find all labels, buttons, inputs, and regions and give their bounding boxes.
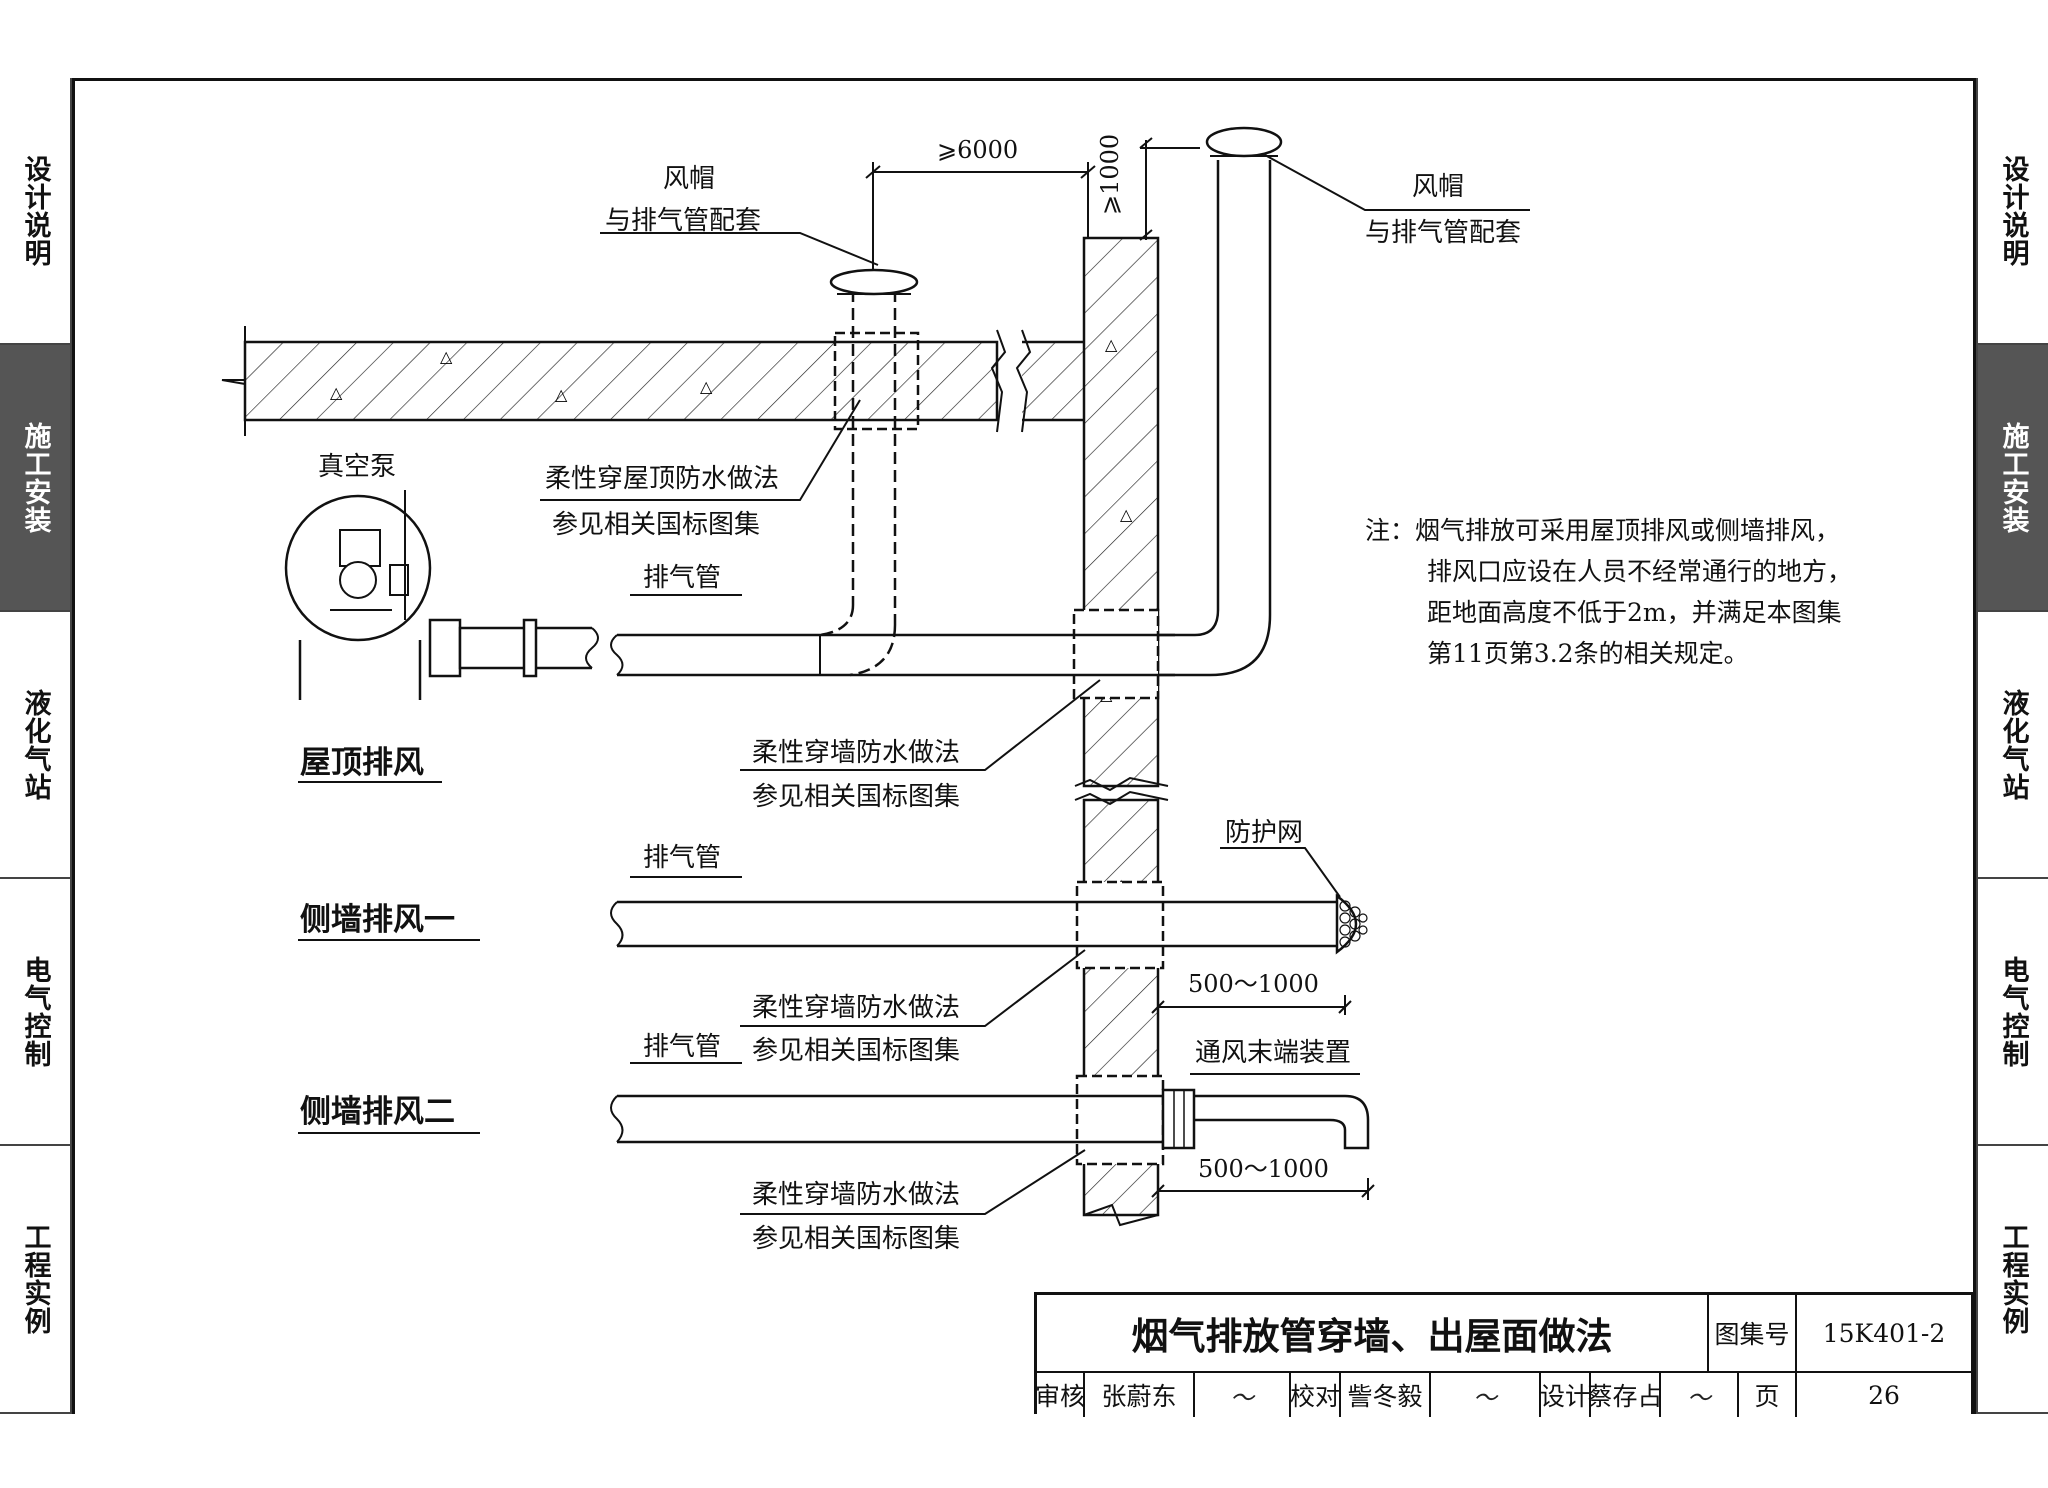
- sidebar-right-tab-examples[interactable]: 工程实例: [1976, 1146, 2048, 1414]
- leader-lines: [298, 154, 1530, 1215]
- svg-text:△: △: [1105, 335, 1118, 354]
- page-label: 页: [1739, 1373, 1797, 1417]
- tab-label: 施工安装: [19, 421, 51, 534]
- tab-label: 电气控制: [1997, 955, 2029, 1068]
- page-number: 26: [1868, 1380, 1900, 1410]
- roof-slab: △ △ △ △: [221, 326, 1084, 436]
- review-label: 审核: [1035, 1373, 1085, 1417]
- horizontal-exhaust-pipe: [610, 608, 1175, 700]
- sidebar-left-tab-examples[interactable]: 工程实例: [0, 1146, 72, 1414]
- sidebar-right-tab-design[interactable]: 设计说明: [1976, 78, 2048, 345]
- wall-waterproof-label-a2: 参见相关国标图集: [752, 782, 961, 812]
- dimension-lines: [865, 137, 1375, 1200]
- drawing-title: 烟气排放管穿墙、出屋面做法: [1037, 1295, 1709, 1373]
- atlas-no-value: 15K401-2: [1797, 1295, 1971, 1373]
- wall-waterproof-label-a1: 柔性穿墙防水做法: [752, 738, 961, 768]
- tab-label: 施工安装: [1997, 421, 2029, 534]
- tab-label: 液化气站: [19, 688, 51, 801]
- reviewer-name: 张蔚东: [1085, 1373, 1195, 1417]
- side-exhaust-pipe-1: [610, 880, 1368, 970]
- heading-side-exhaust-1: 侧墙排风一: [300, 902, 455, 938]
- vacuum-pump: [284, 494, 599, 700]
- hood-right-label-2: 与排气管配套: [1365, 218, 1522, 248]
- exhaust-pipe-label-side1: 排气管: [643, 843, 722, 873]
- note-line-1: 注：烟气排放可采用屋顶排风或侧墙排风，: [1365, 516, 1841, 545]
- checker-name: 訾冬毅: [1341, 1373, 1431, 1417]
- hood-right-label-1: 风帽: [1412, 172, 1465, 202]
- sidebar-left-tab-design[interactable]: 设计说明: [0, 78, 72, 345]
- title-block: 烟气排放管穿墙、出屋面做法 图集号 15K401-2 审核 张蔚东 〜 校对 訾…: [1034, 1292, 1974, 1417]
- exhaust-pipe-label-side2: 排气管: [643, 1032, 722, 1062]
- wall-waterproof-label-b1: 柔性穿墙防水做法: [752, 993, 961, 1023]
- roof-exhaust-pipe: [819, 268, 920, 677]
- note-line-4: 第11页第3.2条的相关规定。: [1427, 639, 1749, 668]
- sidebar-left-tab-install[interactable]: 施工安装: [0, 345, 72, 612]
- right-riser-pipe: [1158, 126, 1283, 677]
- drawing-sheet-frame: [72, 78, 1976, 1414]
- wall-waterproof-label-c2: 参见相关国标图集: [752, 1224, 961, 1254]
- wall-waterproof-label-c1: 柔性穿墙防水做法: [752, 1180, 961, 1210]
- exhaust-pipe-label-roof: 排气管: [643, 563, 722, 593]
- roof-waterproof-label-2: 参见相关国标图集: [552, 510, 761, 540]
- sidebar-left-tab-electric[interactable]: 电气控制: [0, 879, 72, 1146]
- svg-text:△: △: [440, 347, 453, 366]
- note-text: 注：烟气排放可采用屋顶排风或侧墙排风， 排风口应设在人员不经常通行的地方， 距地…: [1365, 510, 1852, 674]
- sidebar-right-tab-lpg[interactable]: 液化气站: [1976, 612, 2048, 879]
- designer-signature: 〜: [1661, 1373, 1739, 1417]
- dimension-500-1000-a: 500～1000: [1188, 970, 1319, 998]
- heading-side-exhaust-2: 侧墙排风二: [300, 1094, 455, 1130]
- hood-label-1: 风帽: [663, 164, 716, 194]
- dimension-6000: ⩾6000: [937, 136, 1019, 164]
- tab-label: 电气控制: [19, 955, 51, 1068]
- dimension-500-1000-b: 500～1000: [1198, 1155, 1329, 1183]
- dimension-1000: ⩾1000: [1096, 133, 1124, 215]
- vent-terminal-label: 通风末端装置: [1195, 1038, 1352, 1068]
- sidebar-right-tab-install[interactable]: 施工安装: [1976, 345, 2048, 612]
- designer-name: 蔡存占: [1588, 1373, 1663, 1417]
- svg-text:△: △: [555, 385, 568, 404]
- atlas-no-label: 图集号: [1709, 1295, 1797, 1373]
- vacuum-pump-label: 真空泵: [318, 452, 397, 482]
- hood-label-2: 与排气管配套: [605, 206, 762, 236]
- check-label: 校对: [1290, 1373, 1341, 1417]
- svg-text:△: △: [700, 377, 713, 396]
- svg-text:△: △: [1120, 505, 1133, 524]
- checker-signature: 〜: [1431, 1373, 1541, 1417]
- heading-roof-exhaust: 屋顶排风: [300, 745, 424, 781]
- guard-net-label: 防护网: [1225, 818, 1304, 848]
- roof-waterproof-label-1: 柔性穿屋顶防水做法: [545, 464, 780, 494]
- svg-text:△: △: [330, 383, 343, 402]
- sidebar-right-tab-electric[interactable]: 电气控制: [1976, 879, 2048, 1146]
- sidebar-left-tab-lpg[interactable]: 液化气站: [0, 612, 72, 879]
- design-label: 设计: [1540, 1373, 1591, 1417]
- side-exhaust-pipe-2: [610, 1074, 1370, 1166]
- wall-waterproof-label-b2: 参见相关国标图集: [752, 1036, 961, 1066]
- tab-label: 设计说明: [19, 154, 51, 267]
- tab-label: 工程实例: [1997, 1223, 2029, 1335]
- tab-label: 工程实例: [19, 1223, 51, 1335]
- reviewer-signature: 〜: [1195, 1373, 1291, 1417]
- tab-label: 液化气站: [1997, 688, 2029, 801]
- tab-label: 设计说明: [1997, 154, 2029, 267]
- note-line-2: 排风口应设在人员不经常通行的地方，: [1427, 557, 1853, 586]
- note-line-3: 距地面高度不低于2m，并满足本图集: [1427, 598, 1842, 627]
